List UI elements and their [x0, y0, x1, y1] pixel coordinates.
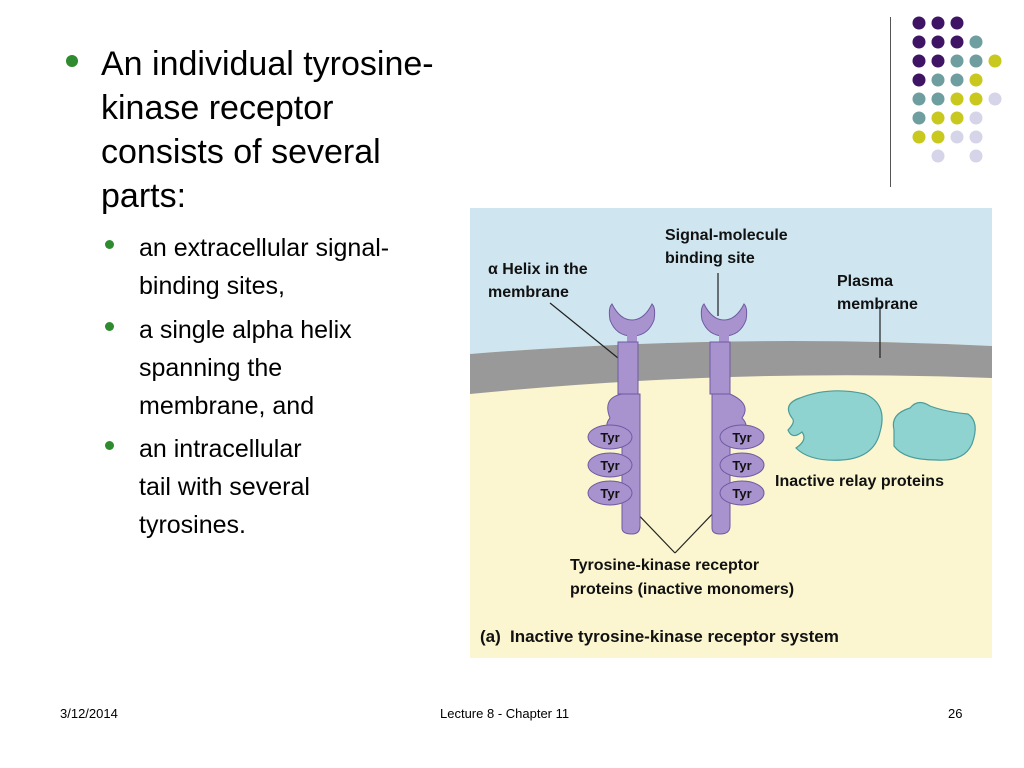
footer-title: Lecture 8 - Chapter 11: [440, 706, 570, 721]
caption-text: Inactive tyrosine-kinase receptor system: [510, 627, 839, 646]
footer-date: 3/12/2014: [60, 706, 118, 721]
sub-bullet-text: an intracellular tail with several tyros…: [139, 435, 310, 539]
tyr-label: Tyr: [600, 430, 619, 445]
tyr-lobes-left: [587, 424, 633, 506]
plasma-label-line2: membrane: [837, 296, 918, 313]
footer-page-number: 26: [948, 706, 963, 721]
sub-bullet-text: an extracellular signal- binding sites,: [139, 234, 390, 300]
main-bullet-dot: [66, 55, 78, 67]
sub-bullet-dot: [105, 322, 114, 331]
tyr-label: Tyr: [600, 458, 619, 473]
caption-letter: (a): [480, 627, 501, 646]
tyr-lobe: [719, 480, 765, 506]
decorative-divider-line: [890, 17, 891, 187]
tyr-lobe: [719, 452, 765, 478]
plasma-membrane-band: [470, 341, 992, 394]
tyr-label: Tyr: [732, 486, 751, 501]
receptor-diagram: Tyr Tyr Tyr Tyr Tyr Tyr α Helix in the m…: [470, 208, 992, 658]
signal-label-line1: Signal-molecule: [665, 227, 788, 244]
sub-bullet-dot: [105, 441, 114, 450]
receptor-label-line2: proteins (inactive monomers): [570, 581, 794, 598]
relay-protein-2: [892, 401, 976, 461]
relay-protein-1: [787, 390, 883, 461]
tyr-lobe: [587, 452, 633, 478]
tyr-lobe: [587, 424, 633, 450]
receptor-label-line1: Tyrosine-kinase receptor: [570, 557, 759, 574]
helix-leader-line: [549, 302, 619, 359]
sub-bullet-dot: [105, 240, 114, 249]
helix-label-line1: α Helix in the: [488, 261, 588, 278]
tyr-label: Tyr: [732, 458, 751, 473]
plasma-label-line1: Plasma: [837, 273, 893, 290]
main-bullet-text: An individual tyrosine- kinase receptor …: [101, 45, 434, 215]
signal-label-line2: binding site: [665, 250, 755, 267]
stalk-right: [719, 334, 729, 344]
helix-left: [617, 341, 639, 395]
tyr-lobe: [719, 424, 765, 450]
tyr-label: Tyr: [732, 430, 751, 445]
tyr-label: Tyr: [600, 486, 619, 501]
decorative-dot-grid: [912, 16, 1002, 163]
tyr-lobes-right: [719, 424, 765, 506]
dot-grid-pattern: [912, 16, 1002, 163]
extracellular-region: [470, 208, 992, 354]
stalk-left: [627, 334, 637, 344]
relay-proteins-label: Inactive relay proteins: [775, 473, 944, 490]
helix-right: [709, 341, 731, 395]
helix-label-line2: membrane: [488, 284, 569, 301]
tyr-lobe: [587, 480, 633, 506]
sub-bullet-text: a single alpha helix spanning the membra…: [139, 316, 352, 420]
